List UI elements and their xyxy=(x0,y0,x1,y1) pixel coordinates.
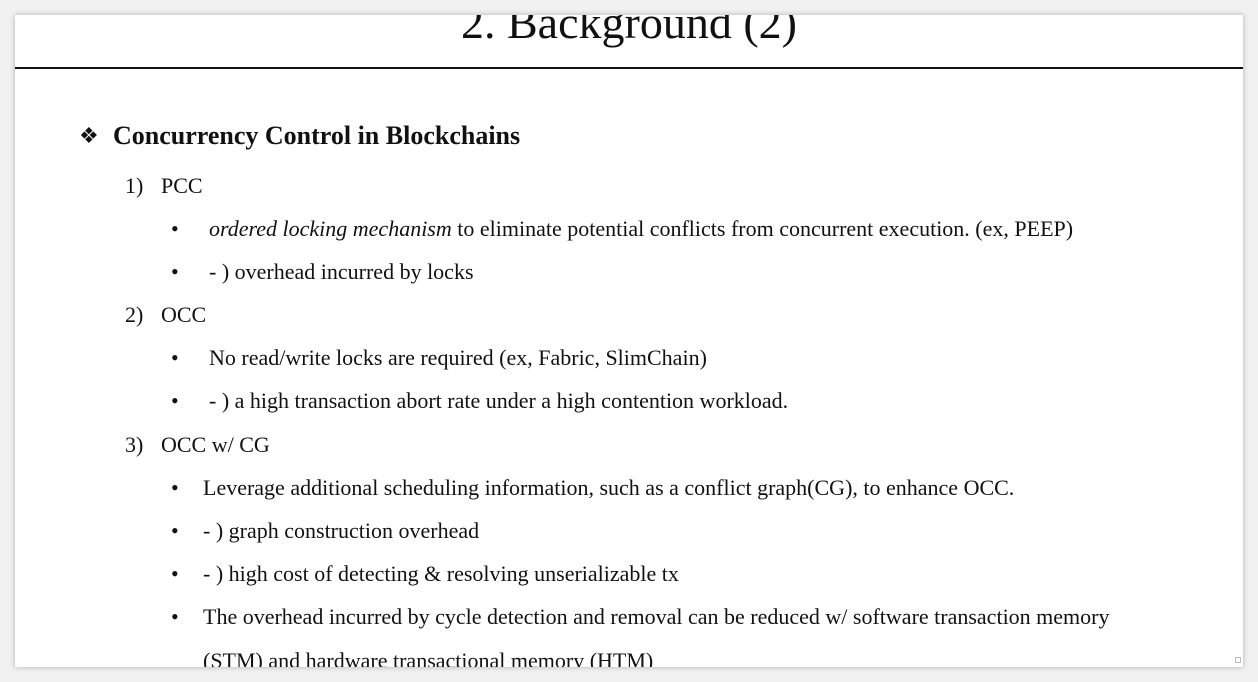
diamond-icon: ❖ xyxy=(79,123,99,148)
bullet-text: The overhead incurred by cycle detection… xyxy=(203,604,1110,629)
bullet-item: • No read/write locks are required (ex, F… xyxy=(171,343,707,373)
section-heading-text: Concurrency Control in Blockchains xyxy=(113,121,521,150)
bullet-item: • - ) a high transaction abort rate under… xyxy=(171,386,788,416)
bullet-text: Leverage additional scheduling informati… xyxy=(203,475,1015,500)
bullet-icon: • xyxy=(171,216,179,241)
slide-title: 2. Background (2) xyxy=(461,15,797,48)
bullet-item: • ordered locking mechanism to eliminate … xyxy=(171,214,1073,244)
item-label: OCC xyxy=(161,302,207,327)
bullet-item: • Leverage additional scheduling informat… xyxy=(171,473,1014,503)
slide: 2. Background (2) ❖ Concurrency Control … xyxy=(15,15,1243,667)
list-item-occ-cg: 3) OCC w/ CG xyxy=(125,430,270,460)
item-label: OCC w/ CG xyxy=(161,432,270,457)
bullet-text: No read/write locks are required (ex, Fa… xyxy=(209,345,707,370)
bullet-text: - ) graph construction overhead xyxy=(203,518,480,543)
list-item-pcc: 1) PCC xyxy=(125,171,203,201)
item-number: 1) xyxy=(125,173,144,198)
bullet-icon: • xyxy=(171,518,179,543)
section-heading: ❖ Concurrency Control in Blockchains xyxy=(79,119,520,153)
emphasis-text: ordered locking mechanism xyxy=(209,216,452,241)
bullet-item: • The overhead incurred by cycle detectio… xyxy=(171,602,1110,632)
bullet-icon: • xyxy=(171,388,179,413)
bullet-item: • - ) graph construction overhead xyxy=(171,516,479,546)
bullet-item: • - ) high cost of detecting & resolving … xyxy=(171,559,679,589)
bullet-continuation: (STM) and hardware transactional memory … xyxy=(203,648,654,667)
page-corner-mark xyxy=(1235,657,1241,663)
bullet-text: - ) high cost of detecting & resolving u… xyxy=(203,561,679,586)
title-divider xyxy=(15,67,1243,69)
bullet-icon: • xyxy=(171,475,179,500)
bullet-text: to eliminate potential conflicts from co… xyxy=(451,216,1074,241)
list-item-occ: 2) OCC xyxy=(125,300,206,330)
bullet-icon: • xyxy=(171,345,179,370)
item-label: PCC xyxy=(161,173,203,198)
bullet-text: - ) overhead incurred by locks xyxy=(209,259,474,284)
bullet-text: - ) a high transaction abort rate under … xyxy=(209,388,789,413)
item-number: 3) xyxy=(125,432,144,457)
bullet-icon: • xyxy=(171,259,179,284)
bullet-icon: • xyxy=(171,604,179,629)
bullet-icon: • xyxy=(171,561,179,586)
item-number: 2) xyxy=(125,302,144,327)
bullet-item: • - ) overhead incurred by locks xyxy=(171,257,474,287)
